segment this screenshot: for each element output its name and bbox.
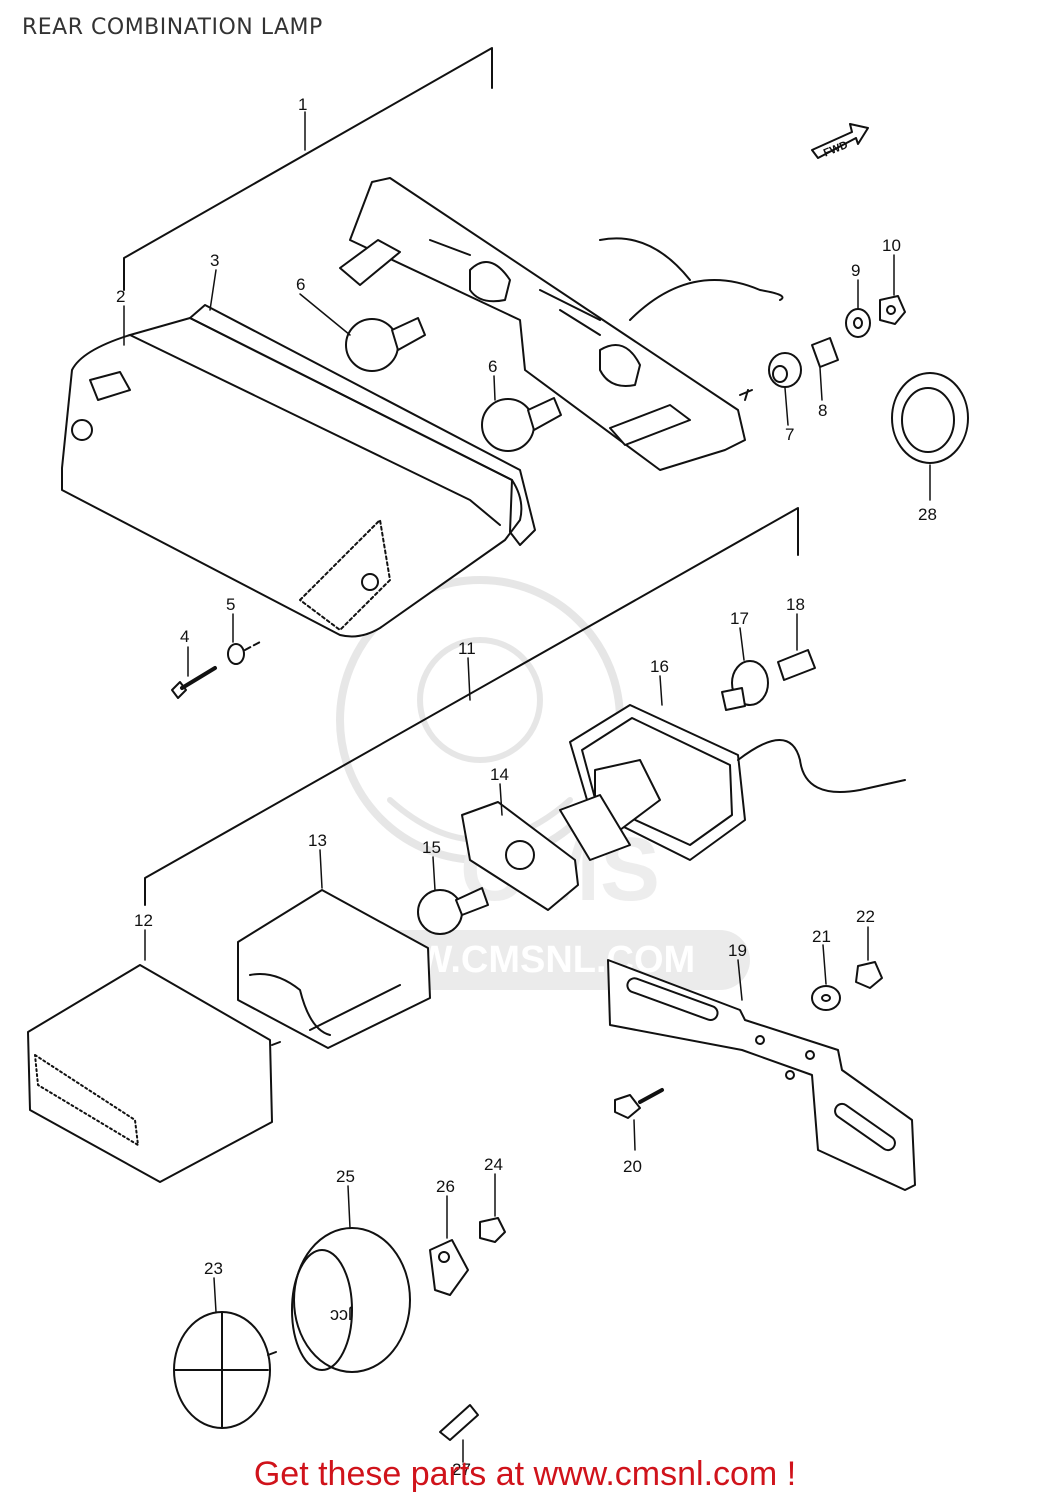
callout-21: 21 [812,927,831,946]
screw-4 [171,666,217,699]
fwd-arrow-icon: FWD [811,123,869,160]
leader-lines [123,111,931,1463]
callout-25: 25 [336,1167,355,1186]
callout-18: 18 [786,595,805,614]
plate-26 [429,1239,469,1296]
bulb-upper [345,317,426,372]
buy-parts-link[interactable]: Get these parts at www.cmsnl.com ! [253,1455,797,1493]
callout-6-lower: 6 [488,357,497,376]
callout-23: 23 [204,1259,223,1278]
bulb-lower [481,397,562,452]
grommet-7 [768,352,802,388]
callouts: 1 2 3 4 5 6 6 7 8 9 10 11 12 13 14 15 16… [116,95,937,1479]
bulb-socket [559,759,661,861]
callout-11: 11 [458,639,476,658]
callout-5: 5 [226,595,235,614]
callout-16: 16 [650,657,669,676]
lens-gasket [189,304,536,546]
fwd-label: FWD [822,139,850,160]
license-lamp-12 [27,964,281,1183]
collar-18 [777,649,816,681]
grommet-17 [721,660,769,711]
bracket-19 [607,959,916,1191]
callout-7: 7 [785,425,794,444]
callout-2: 2 [116,287,125,306]
collar-8 [811,337,839,368]
bulb-15 [417,887,489,935]
nut-24 [479,1217,506,1243]
washer-9 [845,308,871,338]
group-bracket-11 [144,507,799,906]
washer-5 [227,641,261,665]
svg-text:ɔɔſ: ɔɔſ [330,1304,353,1324]
callout-14: 14 [490,765,509,784]
callout-13: 13 [308,831,327,850]
reflector-25: ɔɔſ [291,1227,411,1373]
page-title: REAR COMBINATION LAMP [22,15,323,40]
clip-27 [439,1404,479,1441]
lamp-housing [339,177,784,471]
nut-10 [879,295,906,325]
callout-19: 19 [728,941,747,960]
callout-1: 1 [298,95,307,114]
bolt-20 [614,1088,664,1119]
lens-13 [237,889,431,1049]
callout-12: 12 [134,911,153,930]
callout-20: 20 [623,1157,642,1176]
callout-17: 17 [730,609,749,628]
cover-28 [891,372,969,464]
callout-26: 26 [436,1177,455,1196]
callout-3: 3 [210,251,219,270]
callout-24: 24 [484,1155,503,1174]
reflector-23 [173,1311,277,1429]
callout-9: 9 [851,261,860,280]
callout-22: 22 [856,907,875,926]
taillight-lens [61,317,523,638]
callout-8: 8 [818,401,827,420]
callout-27: 27 [452,1460,471,1479]
callout-4: 4 [180,627,189,646]
callout-15: 15 [422,838,441,857]
callout-28: 28 [918,505,937,524]
gasket-14 [461,801,579,911]
nut-22 [855,961,883,989]
callout-6-upper: 6 [296,275,305,294]
washer-21 [811,985,841,1011]
callout-10: 10 [882,236,901,255]
group-bracket-1 [123,47,493,291]
